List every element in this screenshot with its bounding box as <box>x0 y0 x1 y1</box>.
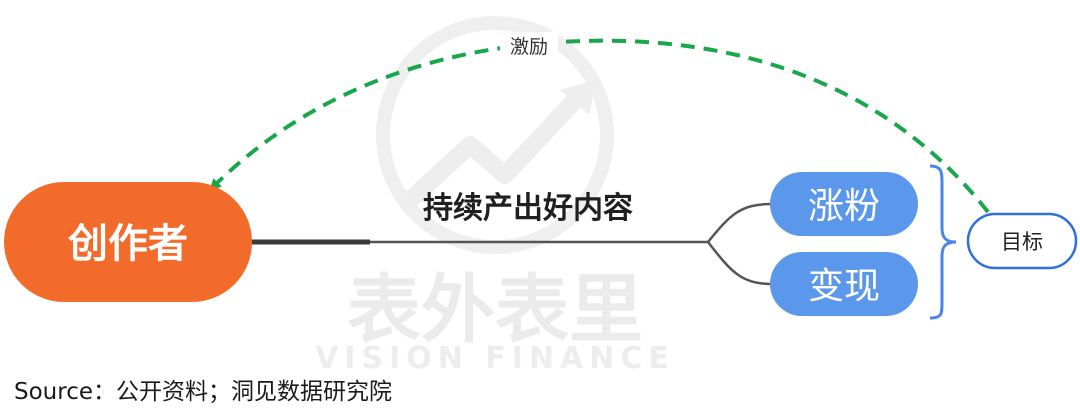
watermark-en: VISION FINANCE <box>315 341 675 376</box>
creator-label: 创作者 <box>68 221 188 267</box>
outcome-node-monetize-shape <box>770 252 918 316</box>
outcome-node-fans-shape <box>770 172 918 236</box>
outcome-monetize-label: 变现 <box>808 266 880 307</box>
feedback-label-bg <box>500 32 558 58</box>
watermark-ring <box>376 16 614 254</box>
feedback-arrow <box>209 38 990 214</box>
outcome-node-monetize: 变现 <box>770 252 918 316</box>
main-edge-label: 持续产出好内容 <box>423 191 633 226</box>
goal-node: 目标 <box>966 212 1078 270</box>
feedback-label: 激励 <box>510 36 548 58</box>
source-caption: Source：公开资料；洞见数据研究院 <box>14 379 392 405</box>
creator-node-shape <box>4 182 252 302</box>
branch-curve-top <box>707 202 773 243</box>
branch-curve-bottom <box>707 241 773 286</box>
brace <box>929 164 957 320</box>
watermark-chart-icon <box>403 88 587 207</box>
watermark: 表外表里 VISION FINANCE <box>315 16 675 376</box>
goal-label: 目标 <box>1001 230 1043 254</box>
outcome-fans-label: 涨粉 <box>808 186 880 227</box>
watermark-cn: 表外表里 <box>347 267 643 353</box>
creator-node: 创作者 <box>4 182 252 302</box>
watermark-arrowhead <box>560 80 595 115</box>
outcome-node-fans: 涨粉 <box>770 172 918 236</box>
goal-node-shape <box>966 212 1078 270</box>
